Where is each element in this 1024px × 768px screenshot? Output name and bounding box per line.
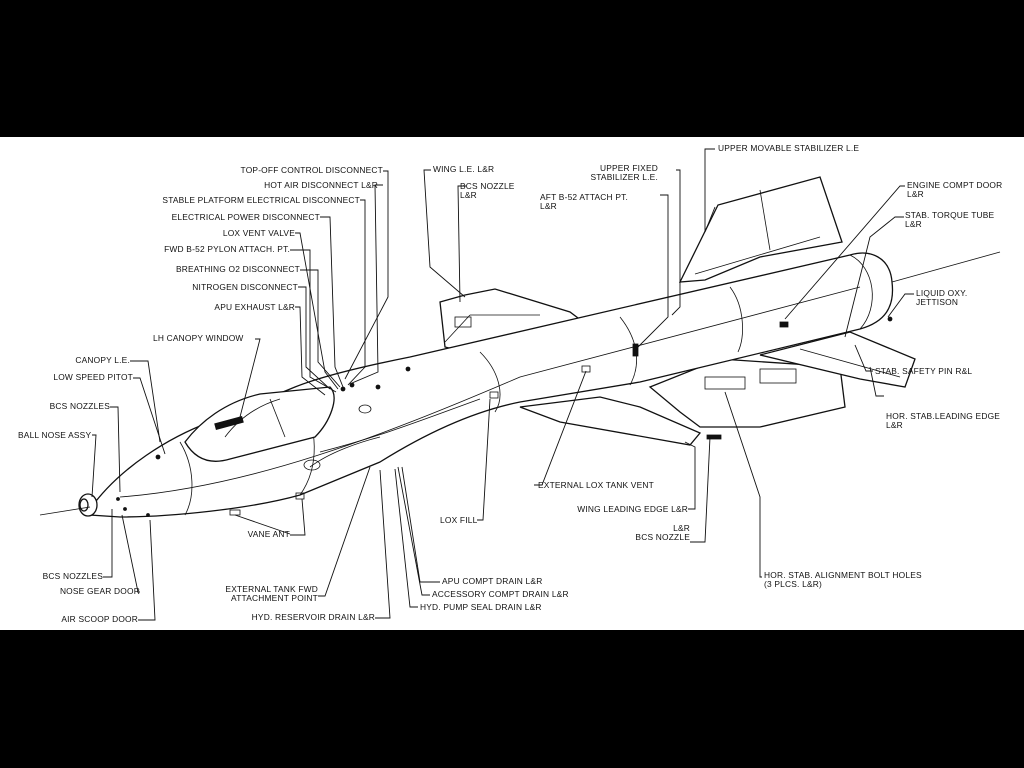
upper-stabilizer — [678, 176, 843, 283]
label-hyd-pump-seal: HYD. PUMP SEAL DRAIN L&R — [420, 602, 542, 612]
label-breathing-o2: BREATHING O2 DISCONNECT — [175, 264, 300, 274]
label-hot-air: HOT AIR DISCONNECT L&R — [264, 180, 378, 190]
label-low-speed-pitot: LOW SPEED PITOT — [53, 372, 133, 382]
label-accessory-compt: ACCESSORY COMPT DRAIN L&R — [432, 589, 569, 599]
label-upper-movable-stab: UPPER MOVABLE STABILIZER L.E — [718, 143, 860, 153]
label-wing-leading-edge: WING LEADING EDGE L&R — [577, 504, 688, 514]
label-apu-compt-drain: APU COMPT DRAIN L&R — [442, 576, 543, 586]
exhaust-line — [891, 251, 1001, 283]
label-aft-b52: AFT B-52 ATTACH PT. L&R — [540, 192, 629, 211]
label-nose-gear-door: NOSE GEAR DOOR — [59, 586, 140, 596]
label-electrical-power: ELECTRICAL POWER DISCONNECT — [171, 212, 320, 222]
label-canopy-le: CANOPY L.E. — [75, 355, 130, 365]
leader-lines — [91, 148, 914, 621]
label-bcs-nozzle-lower: L&R BCS NOZZLE — [635, 523, 690, 542]
label-lox-vent-valve: LOX VENT VALVE — [222, 228, 295, 238]
horizontal-stabilizer — [759, 331, 916, 388]
label-vane-ant: VANE ANT — [247, 529, 290, 539]
label-lox-fill: LOX FILL — [440, 515, 478, 525]
label-nitrogen: NITROGEN DISCONNECT — [192, 282, 298, 292]
ventral-fin — [648, 358, 846, 428]
diagram-panel: TOP-OFF CONTROL DISCONNECT HOT AIR DISCO… — [0, 137, 1024, 630]
label-external-tank-fwd: EXTERNAL TANK FWD ATTACHMENT POINT — [225, 584, 318, 603]
label-fwd-pylon: FWD B-52 PYLON ATTACH. PT. — [164, 244, 290, 254]
label-top-off: TOP-OFF CONTROL DISCONNECT — [240, 165, 383, 175]
label-hor-stab-le: HOR. STAB.LEADING EDGE L&R — [886, 411, 1001, 430]
label-stable-platform: STABLE PLATFORM ELECTRICAL DISCONNECT — [162, 195, 360, 205]
label-external-lox-vent: EXTERNAL LOX TANK VENT — [538, 480, 654, 490]
label-hor-stab-alignment: HOR. STAB. ALIGNMENT BOLT HOLES (3 PLCS.… — [764, 570, 922, 589]
port-markers — [116, 316, 893, 517]
label-bcs-nozzle-top: BCS NOZZLE L&R — [460, 181, 515, 200]
canopy — [184, 386, 335, 462]
label-upper-fixed-stab: UPPER FIXED STABILIZER L.E. — [590, 163, 658, 182]
label-hyd-reservoir: HYD. RESERVOIR DRAIN L&R — [251, 612, 375, 622]
label-air-scoop-door: AIR SCOOP DOOR — [61, 614, 138, 624]
label-ball-nose: BALL NOSE ASSY — [18, 430, 92, 440]
label-bcs-nozzles-upper: BCS NOZZLES — [49, 401, 110, 411]
label-apu-exhaust: APU EXHAUST L&R — [214, 302, 295, 312]
label-bcs-nozzles-lower: BCS NOZZLES — [42, 571, 103, 581]
label-engine-compt-door: ENGINE COMPT DOOR L&R — [907, 180, 1003, 199]
label-wing-le-top: WING L.E. L&R — [433, 164, 495, 174]
label-liquid-oxy: LIQUID OXY. JETTISON — [916, 288, 968, 307]
label-stab-safety-pin: STAB. SAFETY PIN R&L — [875, 366, 973, 376]
nose-line — [39, 506, 91, 516]
label-lh-canopy-window: LH CANOPY WINDOW — [153, 333, 244, 343]
label-stab-torque-tube: STAB. TORQUE TUBE L&R — [905, 210, 995, 229]
aircraft-drawing — [39, 148, 1001, 621]
